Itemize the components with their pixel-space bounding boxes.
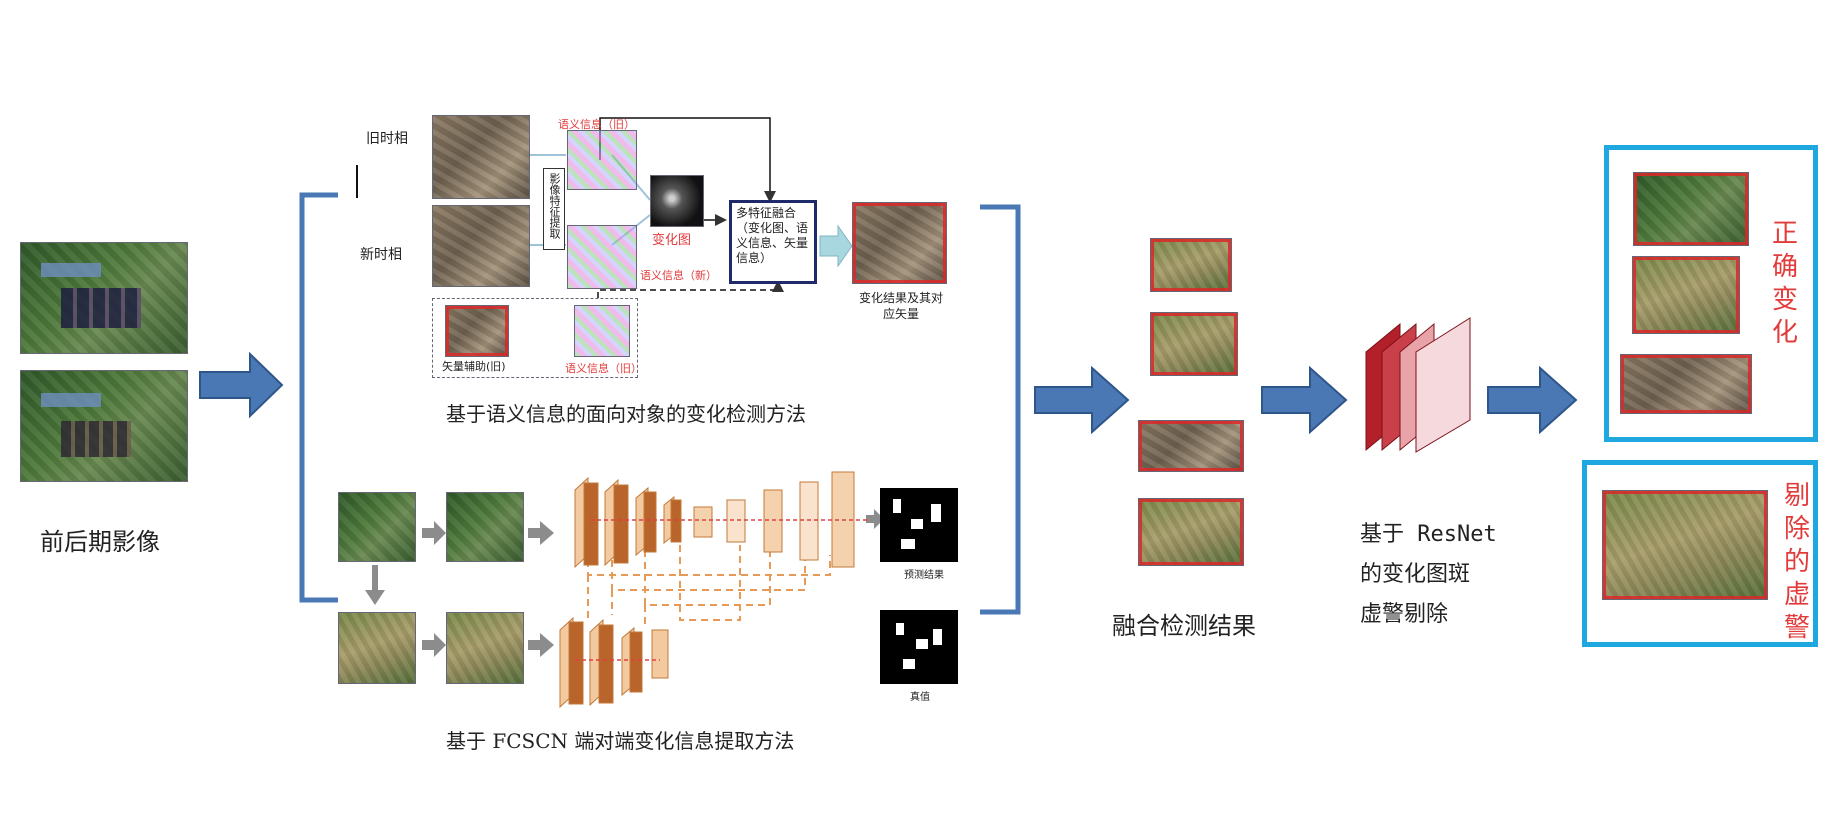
change-result-image bbox=[852, 202, 947, 284]
fusion-box-text: 多特征融合（变化图、语义信息、矢量信息） bbox=[736, 206, 809, 265]
false-alarm-image bbox=[1602, 490, 1768, 600]
fusion-result-4 bbox=[1138, 498, 1244, 566]
semantic-old-label-2: 语义信息（旧） bbox=[565, 362, 642, 375]
semantic-old-image-2 bbox=[574, 305, 630, 357]
correct-change-label: 正 确 变 化 bbox=[1771, 219, 1798, 348]
semantic-old-image bbox=[567, 130, 637, 190]
semantic-new-label: 语义信息（新） bbox=[640, 269, 717, 282]
semantic-old-label: 语义信息（旧） bbox=[558, 118, 635, 131]
correct-change-image-1 bbox=[1633, 172, 1749, 246]
fcscn-method-title: 基于 FCSCN 端对端变化信息提取方法 bbox=[446, 729, 795, 753]
arrow-4 bbox=[1487, 365, 1578, 435]
correct-change-panel bbox=[1604, 145, 1818, 442]
fcscn-network-bottom bbox=[559, 616, 669, 709]
resnet-layers-graphic bbox=[1365, 317, 1471, 453]
lower-pre-image-2 bbox=[446, 492, 524, 562]
fusion-result-1 bbox=[1150, 238, 1232, 292]
fusion-result-3 bbox=[1138, 420, 1244, 472]
correct-change-image-2 bbox=[1632, 256, 1740, 334]
false-alarm-panel bbox=[1582, 460, 1818, 647]
fcscn-network-top bbox=[574, 471, 855, 569]
lower-pre-image-1 bbox=[338, 492, 416, 562]
vector-aux-image bbox=[445, 305, 509, 357]
false-alarm-label: 剔 除 的 虚 警 bbox=[1783, 481, 1810, 643]
prediction-image bbox=[880, 488, 958, 562]
label-old-phase: 旧时相 bbox=[366, 131, 408, 147]
arrow-1 bbox=[199, 351, 284, 419]
change-map-image bbox=[650, 175, 704, 227]
feature-extract-label: 影像特征提取 bbox=[548, 173, 561, 239]
resnet-line-1: 基于 ResNet bbox=[1360, 522, 1497, 547]
prediction-label: 预测结果 bbox=[904, 570, 944, 581]
resnet-line-3: 虚警剔除 bbox=[1360, 602, 1449, 627]
change-map-label: 变化图 bbox=[652, 233, 692, 248]
input-caption: 前后期影像 bbox=[40, 528, 160, 556]
lower-post-image-1 bbox=[338, 612, 416, 684]
fusion-caption: 融合检测结果 bbox=[1112, 612, 1256, 640]
flow-arrows bbox=[199, 351, 1578, 435]
lower-post-image-2 bbox=[446, 612, 524, 684]
fusion-result-2 bbox=[1150, 312, 1238, 376]
ground-truth-label: 真值 bbox=[910, 692, 930, 703]
new-phase-image bbox=[432, 205, 530, 287]
arrow-2 bbox=[1034, 365, 1130, 435]
vector-aux-label: 矢量辅助(旧) bbox=[442, 360, 506, 373]
pre-image bbox=[20, 242, 188, 354]
left-bracket bbox=[299, 192, 338, 603]
vector-aux-group bbox=[432, 298, 638, 378]
result-caption: 变化结果及其对应矢量 bbox=[858, 291, 943, 321]
resnet-line-2: 的变化图斑 bbox=[1360, 562, 1471, 587]
semantic-new-image bbox=[567, 225, 637, 289]
old-phase-image bbox=[432, 115, 530, 199]
right-bracket bbox=[980, 204, 1021, 615]
post-image bbox=[20, 370, 188, 482]
arrow-3 bbox=[1261, 365, 1348, 435]
semantic-method-title: 基于语义信息的面向对象的变化检测方法 bbox=[446, 402, 806, 426]
label-new-phase: 新时相 bbox=[360, 247, 402, 263]
feature-extract-box: 影像特征提取 bbox=[543, 168, 565, 250]
ground-truth-image bbox=[880, 610, 958, 684]
fusion-box: 多特征融合（变化图、语义信息、矢量信息） bbox=[729, 200, 817, 284]
correct-change-image-3 bbox=[1620, 354, 1752, 414]
